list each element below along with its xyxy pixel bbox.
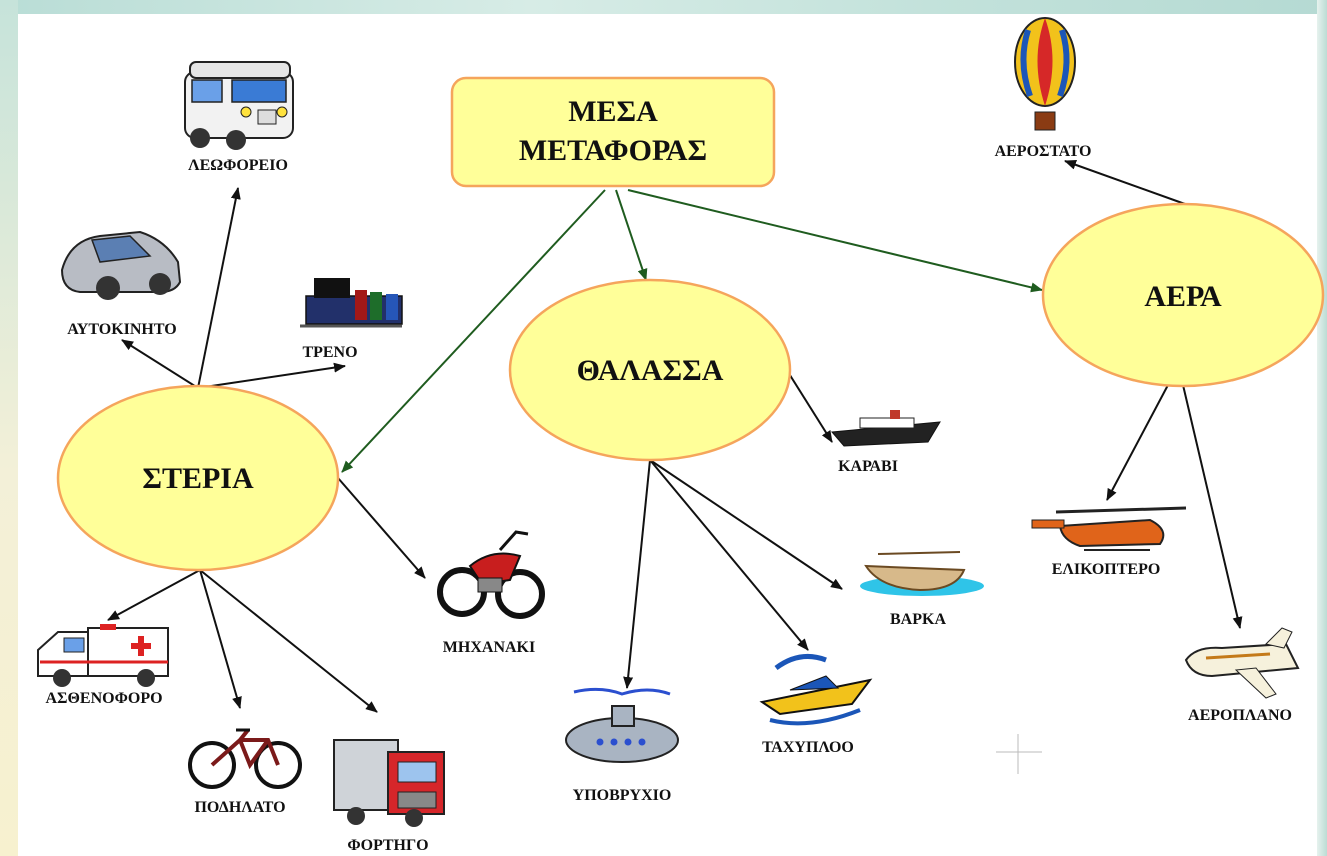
arrow-land-to-truck bbox=[199, 569, 378, 713]
arrow-land-to-motorbike bbox=[337, 477, 426, 579]
label-bus: ΛΕΩΦΟΡΕΙΟ bbox=[188, 157, 288, 174]
label-balloon: ΑΕΡΟΣΤΑΤΟ bbox=[995, 143, 1092, 160]
hub-air: ΑΕΡΑ bbox=[1041, 202, 1325, 388]
balloon-picture bbox=[1014, 17, 1076, 131]
arrow-sea-to-ship bbox=[787, 371, 833, 443]
submarine-picture bbox=[565, 687, 679, 763]
root-title-line2: ΜΕΤΑΦΟΡΑΣ bbox=[519, 134, 707, 167]
boat-picture bbox=[860, 551, 984, 596]
label-train: ΤΡΕΝΟ bbox=[302, 344, 357, 361]
label-helicopter: ΕΛΙΚΟΠΤΕΡΟ bbox=[1052, 561, 1161, 578]
airplane-picture bbox=[1184, 627, 1300, 699]
hub-land: ΣΤΕΡΙΑ bbox=[56, 384, 340, 572]
arrow-root-to-air bbox=[627, 189, 1043, 293]
hub-sea: ΘΑΛΑΣΣΑ bbox=[508, 278, 792, 462]
arrow-root-to-sea bbox=[615, 189, 648, 281]
bus-picture bbox=[184, 61, 294, 150]
arrow-land-to-ambulance bbox=[107, 569, 201, 621]
arrow-sea-to-speedboat bbox=[649, 459, 809, 651]
arrow-air-to-airplane bbox=[1182, 384, 1243, 629]
window-right-band bbox=[1317, 0, 1327, 856]
ambulance-picture bbox=[37, 624, 169, 687]
truck-picture bbox=[333, 739, 445, 827]
speedboat-picture bbox=[759, 653, 873, 726]
car-picture bbox=[60, 230, 182, 300]
bicycle-picture bbox=[188, 728, 302, 789]
label-ship: ΚΑΡΑΒΙ bbox=[838, 458, 898, 475]
arrow-root-to-land bbox=[341, 189, 606, 473]
hub-sea-label: ΘΑΛΑΣΣΑ bbox=[577, 354, 724, 387]
label-bicycle: ΠΟΔΗΛΑΤΟ bbox=[194, 799, 285, 816]
train-picture bbox=[300, 278, 403, 328]
label-airplane: ΑΕΡΟΠΛΑΝΟ bbox=[1188, 707, 1292, 724]
hub-land-label: ΣΤΕΡΙΑ bbox=[142, 462, 254, 495]
hub-air-label: ΑΕΡΑ bbox=[1144, 280, 1222, 313]
crosshair-cursor-icon bbox=[996, 734, 1042, 774]
arrow-sea-to-submarine bbox=[623, 459, 651, 689]
motorbike-picture bbox=[437, 530, 545, 619]
label-boat: ΒΑΡΚΑ bbox=[890, 611, 946, 628]
helicopter-picture bbox=[1031, 506, 1187, 551]
label-ambulance: ΑΣΘΕΝΟΦΟΡΟ bbox=[45, 690, 162, 707]
arrow-land-to-car bbox=[121, 339, 199, 389]
label-motorbike: ΜΗΧΑΝΑΚΙ bbox=[443, 639, 535, 656]
label-truck: ΦΟΡΤΗΓΟ bbox=[347, 837, 428, 854]
root-title-line1: ΜΕΣΑ bbox=[568, 95, 658, 128]
arrow-air-to-balloon bbox=[1064, 160, 1186, 205]
window-left-band bbox=[0, 0, 18, 856]
arrow-air-to-helicopter bbox=[1106, 384, 1169, 501]
arrow-land-to-bus bbox=[197, 187, 241, 389]
label-car: ΑΥΤΟΚΙΝΗΤΟ bbox=[67, 321, 176, 338]
arrow-land-to-train bbox=[197, 362, 346, 389]
window-top-band bbox=[0, 0, 1327, 14]
label-speedboat: ΤΑΧΥΠΛΟΟ bbox=[762, 739, 854, 756]
label-submarine: ΥΠΟΒΡΥΧΙΟ bbox=[573, 787, 672, 804]
root-node: ΜΕΣΑ ΜΕΤΑΦΟΡΑΣ bbox=[450, 76, 776, 188]
arrow-land-to-bicycle bbox=[199, 569, 242, 709]
ship-picture bbox=[830, 410, 941, 447]
arrow-sea-to-boat bbox=[649, 459, 843, 590]
